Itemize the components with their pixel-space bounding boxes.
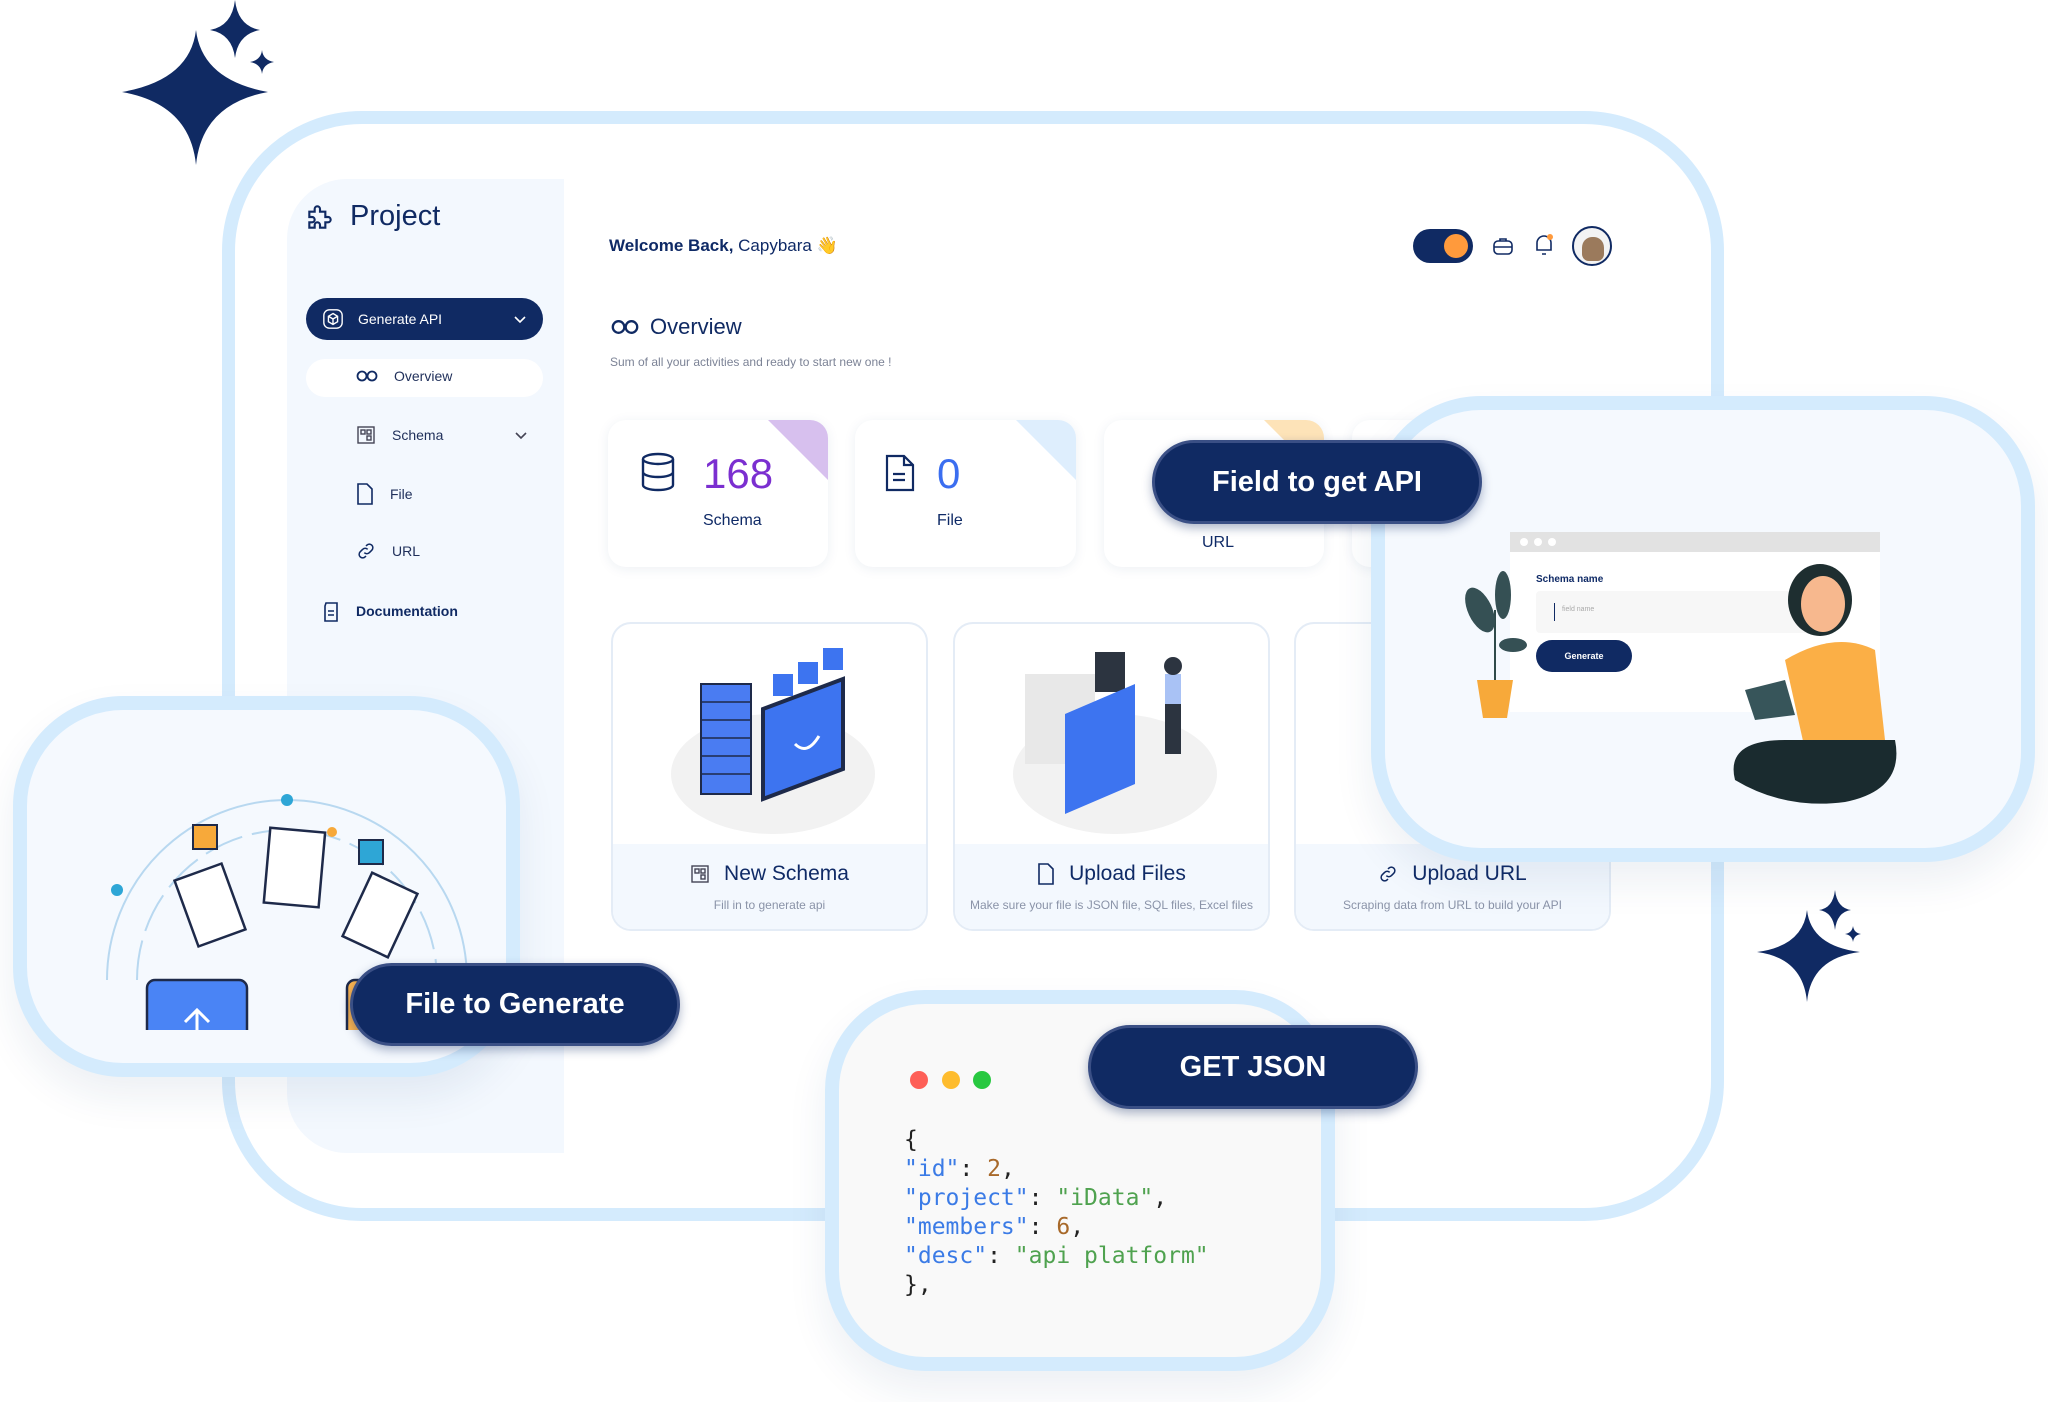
stat-value: 0	[937, 450, 961, 497]
minimize-dot	[942, 1071, 960, 1089]
file-icon	[357, 483, 373, 505]
sparkle-star-icon	[122, 0, 274, 165]
glasses-icon	[611, 320, 639, 334]
maximize-dot	[973, 1071, 991, 1089]
sparkle-star-icon	[1757, 890, 1861, 1002]
chevron-down-icon	[514, 316, 526, 324]
glasses-icon	[356, 370, 378, 382]
card-corner	[768, 420, 828, 480]
document-icon	[324, 602, 338, 622]
file-to-generate-callout: File to Generate	[350, 963, 680, 1046]
bell-icon[interactable]	[1532, 232, 1556, 258]
file-text-icon	[885, 454, 915, 492]
code-line: "project": "iData",	[904, 1185, 1168, 1211]
stat-label: File	[937, 512, 963, 529]
sidebar-header: Project	[304, 200, 440, 233]
sidebar-item-generate-api[interactable]: Generate API	[306, 298, 543, 340]
puzzle-icon	[308, 204, 332, 229]
stat-card-schema[interactable]: 168 Schema	[608, 420, 828, 567]
schema-icon	[691, 865, 709, 883]
schema-name-label: Schema name	[1536, 574, 1604, 585]
link-icon	[358, 543, 374, 559]
schema-form-panel: Schema name field name Generate	[1371, 396, 2035, 862]
overview-heading: Overview	[610, 314, 742, 340]
welcome-message: Welcome Back, Capybara 👋	[609, 236, 838, 255]
card-corner	[1016, 420, 1076, 480]
briefcase-icon[interactable]	[1491, 234, 1515, 258]
theme-toggle[interactable]	[1413, 229, 1473, 263]
code-line: "id": 2,	[904, 1156, 1015, 1182]
plant-illustration	[1465, 571, 1527, 718]
server-illustration	[671, 648, 875, 834]
schema-icon	[357, 426, 375, 444]
sidebar-item-overview-label[interactable]: Overview	[356, 368, 452, 384]
action-card-footer: Upload Files Make sure your file is JSON…	[955, 844, 1268, 929]
sidebar-item-documentation[interactable]: Documentation	[322, 600, 458, 622]
chevron-down-icon[interactable]	[514, 428, 528, 442]
code-line: "desc": "api platform"	[904, 1243, 1209, 1269]
get-json-callout: GET JSON	[1088, 1025, 1418, 1109]
action-card-upload-files[interactable]: Upload Files Make sure your file is JSON…	[953, 622, 1270, 931]
action-card-new-schema[interactable]: New Schema Fill in to generate api	[611, 622, 928, 931]
stat-label: Schema	[703, 512, 762, 529]
code-line: "members": 6,	[904, 1214, 1085, 1240]
avatar[interactable]	[1572, 226, 1612, 266]
browser-bar	[1510, 532, 1880, 552]
database-icon	[641, 452, 675, 492]
file-icon	[1038, 863, 1054, 885]
sidebar-item-schema[interactable]: Schema	[356, 425, 528, 445]
folder-illustration	[1013, 652, 1217, 834]
schema-name-input[interactable]: field name	[1536, 591, 1836, 633]
toggle-knob	[1444, 234, 1468, 258]
link-icon	[1380, 866, 1396, 882]
field-to-get-api-callout: Field to get API	[1152, 440, 1482, 524]
generate-button[interactable]: Generate	[1536, 640, 1632, 672]
cube-icon	[323, 309, 343, 329]
action-card-footer: New Schema Fill in to generate api	[613, 844, 926, 929]
sidebar-item-overview[interactable]	[306, 359, 543, 397]
woman-illustration	[1733, 564, 1897, 804]
json-code: { "id": 2, "project": "iData", "members"…	[904, 1127, 1209, 1298]
project-title: Project	[350, 200, 441, 232]
stat-label: URL	[1202, 534, 1235, 551]
stat-value: 168	[703, 450, 774, 497]
sidebar-item-label: Generate API	[358, 311, 443, 327]
overview-subtitle: Sum of all your activities and ready to …	[610, 355, 892, 369]
close-dot	[910, 1071, 928, 1089]
stat-card-file[interactable]: 0 File	[855, 420, 1076, 567]
sidebar-item-url[interactable]: URL	[356, 541, 420, 561]
sidebar-item-file[interactable]: File	[356, 483, 413, 505]
